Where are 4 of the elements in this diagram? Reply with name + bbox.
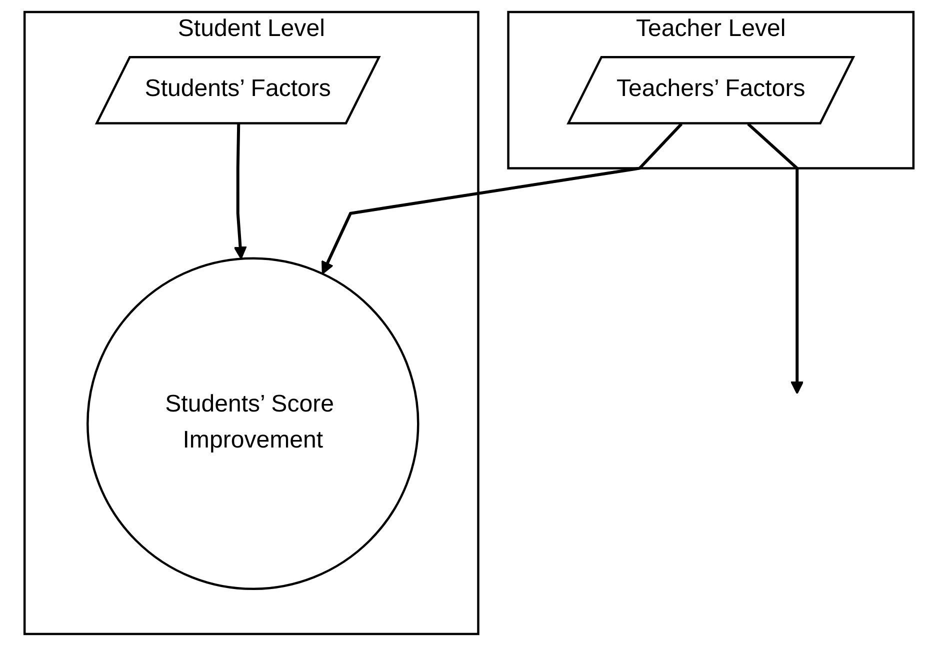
node-circle: Students’ Score Improvement xyxy=(86,257,420,590)
arrow xyxy=(747,122,804,394)
arrow xyxy=(234,124,247,260)
arrow xyxy=(322,122,683,274)
